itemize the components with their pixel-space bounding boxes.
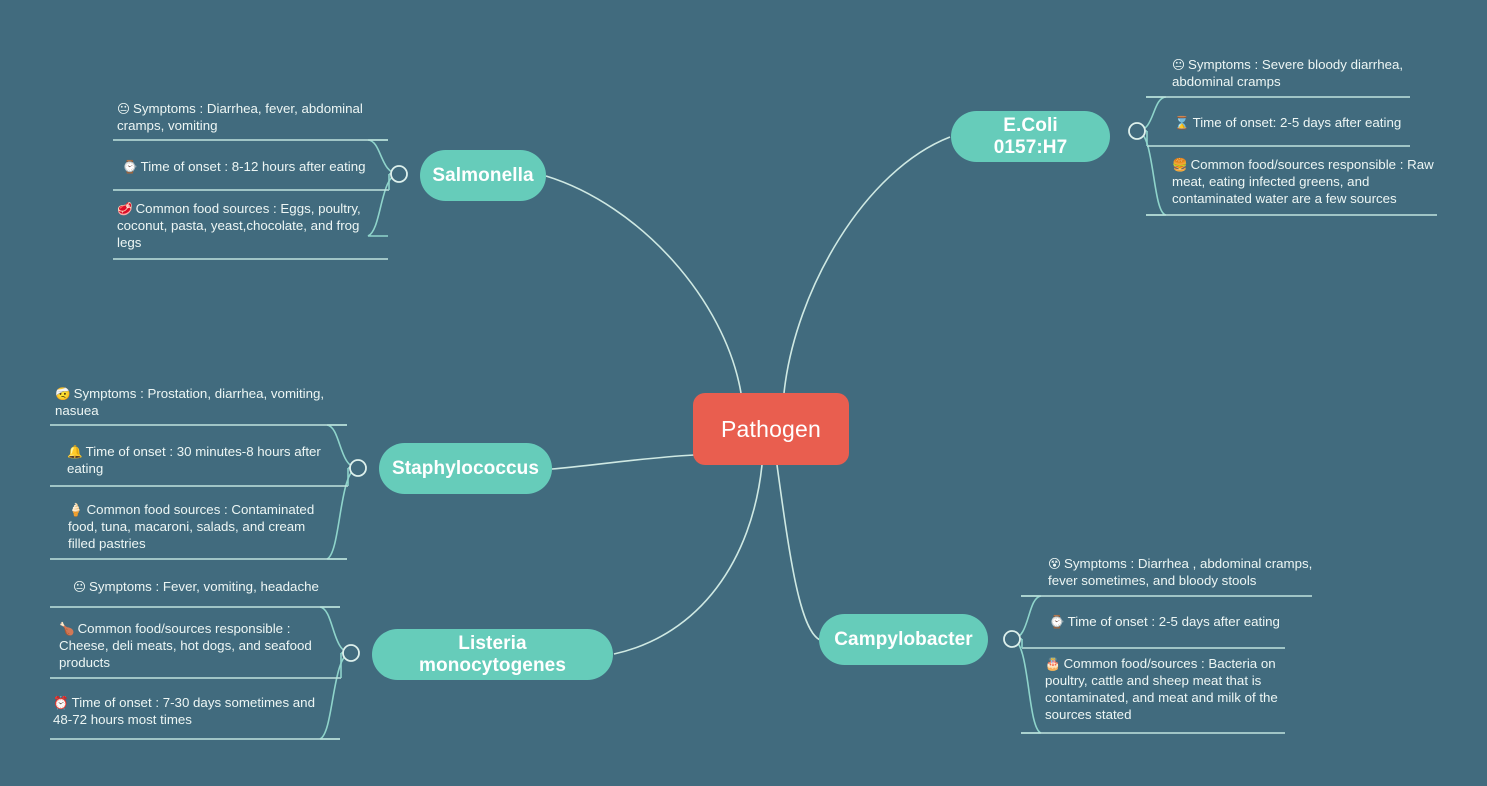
- leaf-salmonella-onset[interactable]: ⌚Time of onset : 8-12 hours after eating: [122, 159, 387, 176]
- topic-node-listeria[interactable]: Listeria monocytogenes: [372, 629, 613, 680]
- leaf-text: Common food/sources : Bacteria on poultr…: [1045, 656, 1278, 722]
- link-center-listeria: [613, 464, 763, 655]
- leaf-listeria-symptoms[interactable]: 😐Symptoms : Fever, vomiting, headache: [73, 579, 338, 596]
- branch-staph-2: [326, 467, 359, 560]
- junction-ecoli[interactable]: [1128, 122, 1146, 140]
- leaf-text: Time of onset : 30 minutes-8 hours after…: [67, 444, 321, 476]
- neutral-face-icon: 😐: [73, 579, 87, 594]
- center-node-pathogen[interactable]: Pathogen: [693, 393, 849, 465]
- leaf-staphylococcus-onset[interactable]: 🔔Time of onset : 30 minutes-8 hours afte…: [67, 444, 333, 478]
- topic-label-ecoli: E.Coli 0157:H7: [993, 114, 1068, 158]
- leaf-staphylococcus-symptoms[interactable]: 🤕Symptoms : Prostation, diarrhea, vomiti…: [55, 386, 327, 420]
- topic-node-salmonella[interactable]: Salmonella: [420, 150, 546, 201]
- topic-node-staphylococcus[interactable]: Staphylococcus: [379, 443, 552, 494]
- ice-cream-cone-icon: 🍦: [68, 502, 84, 517]
- leaf-ecoli-symptoms[interactable]: 😐Symptoms : Severe bloody diarrhea, abdo…: [1172, 57, 1417, 91]
- face-with-head-bandage-icon: 🤕: [55, 386, 71, 401]
- bell-icon: 🔔: [67, 444, 83, 459]
- leaf-text: Common food sources : Contaminated food,…: [68, 502, 315, 551]
- link-center-salmonella: [545, 175, 742, 394]
- neutral-face-icon: 😐: [1172, 57, 1186, 72]
- leaf-text: Common food/sources responsible : Raw me…: [1172, 157, 1434, 206]
- leaf-text: Symptoms : Fever, vomiting, headache: [89, 579, 319, 594]
- poultry-leg-icon: 🍗: [59, 621, 75, 636]
- neutral-face-icon: 😐: [117, 101, 131, 116]
- birthday-cake-icon: 🎂: [1045, 656, 1061, 671]
- topic-node-campylobacter[interactable]: Campylobacter: [819, 614, 988, 665]
- hourglass-icon: ⌛: [1174, 115, 1190, 130]
- leaf-text: Time of onset : 7-30 days sometimes and …: [53, 695, 315, 727]
- junction-salmonella[interactable]: [390, 165, 408, 183]
- leaf-text: Time of onset : 8-12 hours after eating: [140, 159, 366, 174]
- cut-of-meat-icon: 🥩: [117, 201, 133, 216]
- leaf-salmonella-symptoms[interactable]: 😐Symptoms : Diarrhea, fever, abdominal c…: [117, 101, 375, 135]
- leaf-text: Symptoms : Diarrhea , abdominal cramps, …: [1048, 556, 1313, 588]
- junction-campylobacter[interactable]: [1003, 630, 1021, 648]
- leaf-text: Time of onset : 2-5 days after eating: [1067, 614, 1280, 629]
- topic-label-campylobacter: Campylobacter: [834, 628, 973, 650]
- leaf-campylobacter-sources[interactable]: 🎂Common food/sources : Bacteria on poult…: [1045, 656, 1294, 724]
- hamburger-icon: 🍔: [1172, 157, 1188, 172]
- leaf-text: Common food/sources responsible : Cheese…: [59, 621, 312, 670]
- leaf-text: Symptoms : Prostation, diarrhea, vomitin…: [55, 386, 325, 418]
- watch-icon: ⌚: [1049, 614, 1065, 629]
- leaf-listeria-onset[interactable]: ⏰Time of onset : 7-30 days sometimes and…: [53, 695, 329, 729]
- branch-campy-2: [1011, 638, 1042, 734]
- branch-ecoli-2: [1136, 130, 1167, 216]
- leaf-campylobacter-onset[interactable]: ⌚Time of onset : 2-5 days after eating: [1049, 614, 1294, 631]
- junction-staphylococcus[interactable]: [349, 459, 367, 477]
- center-node-label: Pathogen: [720, 415, 822, 442]
- link-center-ecoli: [783, 136, 951, 394]
- leaf-ecoli-sources[interactable]: 🍔Common food/sources responsible : Raw m…: [1172, 157, 1440, 208]
- leaf-text: Symptoms : Severe bloody diarrhea, abdom…: [1172, 57, 1404, 89]
- link-center-campylobacter: [776, 464, 821, 641]
- leaf-staphylococcus-sources[interactable]: 🍦Common food sources : Contaminated food…: [68, 502, 326, 553]
- leaf-text: Symptoms : Diarrhea, fever, abdominal cr…: [117, 101, 363, 133]
- leaf-ecoli-onset[interactable]: ⌛Time of onset: 2-5 days after eating: [1174, 115, 1429, 132]
- branch-ecoli-0: [1136, 96, 1167, 132]
- leaf-campylobacter-symptoms[interactable]: 😵Symptoms : Diarrhea , abdominal cramps,…: [1048, 556, 1313, 590]
- leaf-listeria-sources[interactable]: 🍗Common food/sources responsible : Chees…: [59, 621, 330, 672]
- watch-icon: ⌚: [122, 159, 138, 174]
- leaf-text: Time of onset: 2-5 days after eating: [1192, 115, 1402, 130]
- junction-listeria[interactable]: [342, 644, 360, 662]
- alarm-clock-icon: ⏰: [53, 695, 69, 710]
- topic-label-listeria: Listeria monocytogenes: [419, 632, 566, 676]
- topic-node-ecoli[interactable]: E.Coli 0157:H7: [951, 111, 1110, 162]
- dizzy-face-icon: 😵: [1048, 556, 1062, 571]
- branch-campy-0: [1011, 595, 1042, 640]
- link-center-staphylococcus: [551, 454, 695, 470]
- leaf-salmonella-sources[interactable]: 🥩Common food sources : Eggs, poultry, co…: [117, 201, 379, 252]
- topic-label-salmonella: Salmonella: [432, 164, 534, 186]
- leaf-text: Common food sources : Eggs, poultry, coc…: [117, 201, 361, 250]
- topic-label-staphylococcus: Staphylococcus: [391, 457, 540, 479]
